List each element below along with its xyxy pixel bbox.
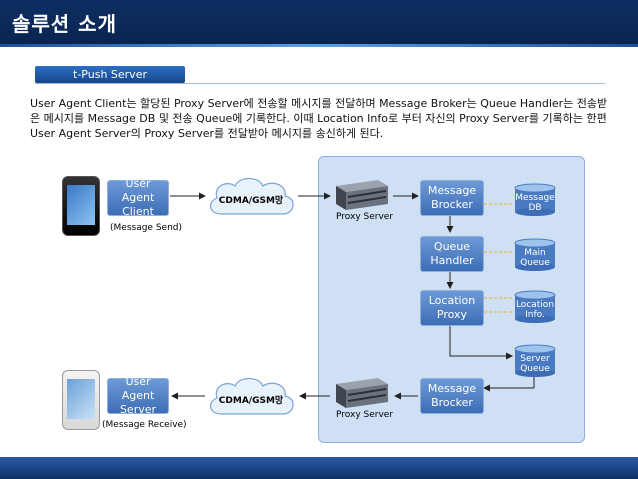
cdma-network-cloud-top: CDMA/GSM망	[205, 172, 297, 222]
main-queue-db-icon: Main Queue	[514, 238, 556, 272]
network-label-bottom: CDMA/GSM망	[218, 396, 284, 406]
section-underline	[35, 83, 605, 84]
proxy-server-label-bottom: Proxy Server	[336, 410, 394, 420]
user-agent-client-box: User Agent Client	[107, 177, 169, 218]
cloud-icon	[210, 177, 294, 215]
section-tab: t-Push Server	[35, 66, 185, 83]
proxy-server-label-top: Proxy Server	[336, 212, 394, 222]
server-queue-db-icon: Server Queue	[514, 344, 556, 378]
page-title: 솔루션 소개	[12, 12, 117, 36]
user-agent-server-box: User Agent Server	[107, 375, 169, 416]
proxy-server-icon-top	[332, 176, 390, 216]
network-label-top: CDMA/GSM망	[218, 196, 284, 206]
arrow-location-to-server-queue	[449, 324, 513, 360]
main-queue-label: Main Queue	[520, 248, 550, 268]
queue-handler-box: Queue Handler	[420, 236, 484, 272]
location-proxy-box: Location Proxy	[420, 290, 484, 326]
cloud-icon	[210, 377, 294, 415]
proxy-server-icon-bottom	[332, 374, 390, 414]
description-text: User Agent Client는 할당된 Proxy Server에 전송할…	[30, 97, 608, 140]
client-phone-icon	[62, 176, 100, 236]
message-db-label: Message DB	[515, 193, 555, 213]
header-divider	[0, 44, 638, 47]
message-broker-box-bottom: Message Brocker	[420, 378, 484, 414]
cdma-network-cloud-bottom: CDMA/GSM망	[205, 372, 297, 422]
slide-header: 솔루션 소개	[0, 0, 638, 44]
location-info-db-icon: Location Info.	[514, 290, 556, 324]
server-queue-label: Server Queue	[520, 354, 550, 374]
message-broker-box-top: Message Brocker	[420, 180, 484, 216]
server-phone-icon	[62, 370, 100, 430]
message-db-icon: Message DB	[514, 183, 556, 217]
message-receive-caption: (Message Receive)	[102, 420, 187, 430]
message-send-caption: (Message Send)	[110, 223, 182, 233]
location-info-label: Location Info.	[515, 300, 555, 320]
slide-footer	[0, 457, 638, 479]
